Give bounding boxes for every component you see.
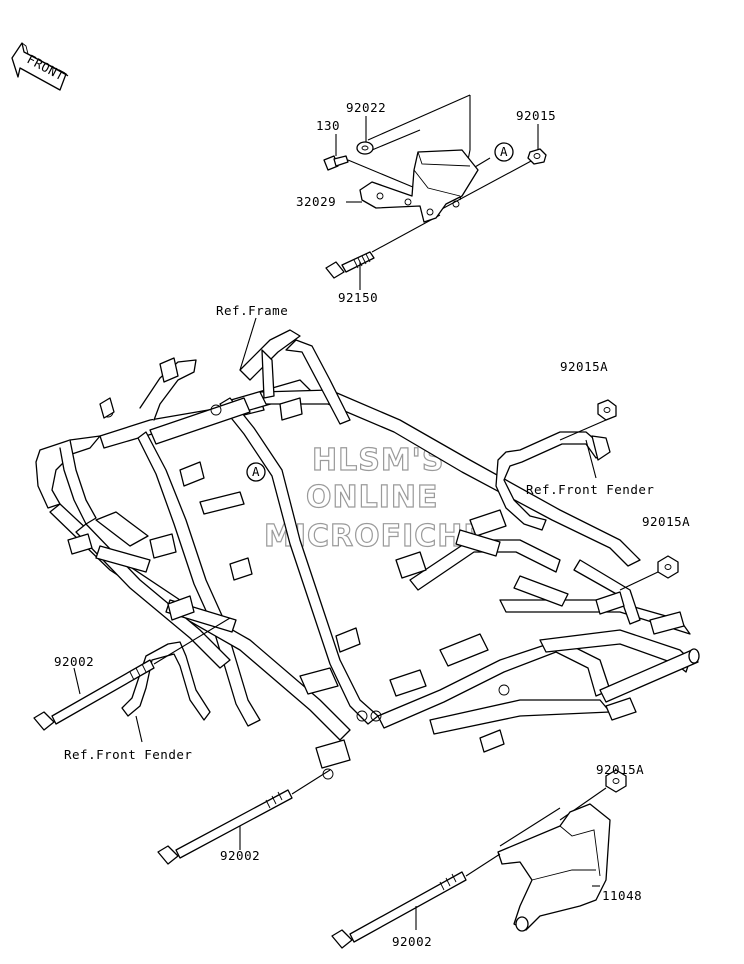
bolt-92002-2-icon — [157, 789, 293, 865]
bolt-92150-icon — [325, 251, 375, 279]
front-arrow-icon: FRONT — [11, 42, 69, 91]
bracket-assembly: A — [323, 94, 547, 279]
nut-92015-icon — [527, 148, 547, 165]
front-fender-bracket-right-icon — [495, 431, 611, 531]
bolt-92002-1-icon — [33, 659, 155, 731]
front-fender-bracket-left-icon — [121, 641, 211, 721]
bolt-130-icon — [323, 155, 349, 171]
label-92015A-2: 92015A — [642, 514, 690, 529]
label-92022: 92022 — [346, 100, 386, 115]
label-92015A-3: 92015A — [596, 762, 644, 777]
label-92150: 92150 — [338, 290, 378, 305]
nut-92015A-1-icon — [597, 399, 617, 421]
ref-marker-a-top-text: A — [500, 144, 508, 159]
label-130: 130 — [316, 118, 340, 133]
label-92015A-1: 92015A — [560, 359, 608, 374]
label-92002-2: 92002 — [220, 848, 260, 863]
bracket-32029-icon — [359, 149, 479, 223]
label-92002-1: 92002 — [54, 654, 94, 669]
label-32029: 32029 — [296, 194, 336, 209]
label-ref-frame: Ref.Frame — [216, 303, 288, 318]
label-92015: 92015 — [516, 108, 556, 123]
nut-92015A-3-icon — [605, 769, 627, 793]
ref-marker-a-top — [494, 142, 514, 162]
ref-marker-a-frame — [246, 462, 266, 482]
washer-92022-icon — [356, 141, 374, 155]
bracket-11048-icon — [497, 803, 611, 932]
label-ref-front-fender-2: Ref.Front Fender — [64, 747, 192, 762]
label-11048: 11048 — [602, 888, 642, 903]
ref-marker-a-frame-text: A — [252, 464, 260, 479]
frame-icon: A — [35, 329, 700, 780]
bolt-92002-3-icon — [331, 871, 467, 949]
watermark-line-2: ONLINE — [306, 480, 439, 515]
nut-92015A-2-icon — [657, 555, 679, 579]
label-ref-front-fender-1: Ref.Front Fender — [526, 482, 654, 497]
label-92002-3: 92002 — [392, 934, 432, 949]
